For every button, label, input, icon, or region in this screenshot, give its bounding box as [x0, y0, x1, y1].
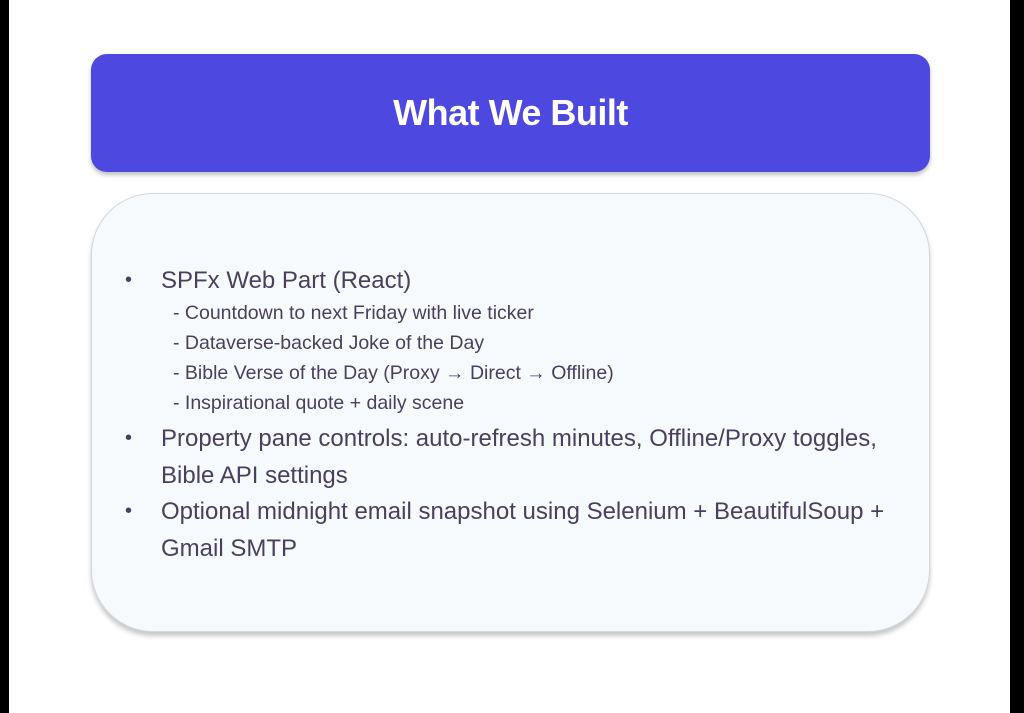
bullet-item: • Property pane controls: auto-refresh m… [125, 420, 921, 494]
bullet-icon: • [125, 269, 133, 291]
slide: What We Built • SPFx Web Part (React) - … [9, 0, 1010, 713]
bullet-text: SPFx Web Part (React) [161, 267, 412, 294]
bullet-icon: • [125, 427, 133, 449]
bullet-icon: • [125, 500, 133, 522]
sub-item: - Dataverse-backed Joke of the Day [173, 332, 485, 354]
slide-title: What We Built [393, 92, 628, 133]
sub-item: - Countdown to next Friday with live tic… [173, 302, 534, 324]
title-banner: What We Built [91, 54, 930, 172]
bullet-text: Property pane controls: auto-refresh min… [161, 425, 877, 489]
sub-item: - Inspirational quote + daily scene [173, 392, 465, 414]
bullet-item: • SPFx Web Part (React) [125, 262, 921, 299]
sub-item: - Bible Verse of the Day (Proxy → Direct… [173, 362, 614, 384]
content-panel: • SPFx Web Part (React) - Countdown to n… [91, 193, 930, 632]
bullet-text: Optional midnight email snapshot using S… [161, 498, 885, 562]
bullet-item: • Optional midnight email snapshot using… [125, 493, 921, 567]
